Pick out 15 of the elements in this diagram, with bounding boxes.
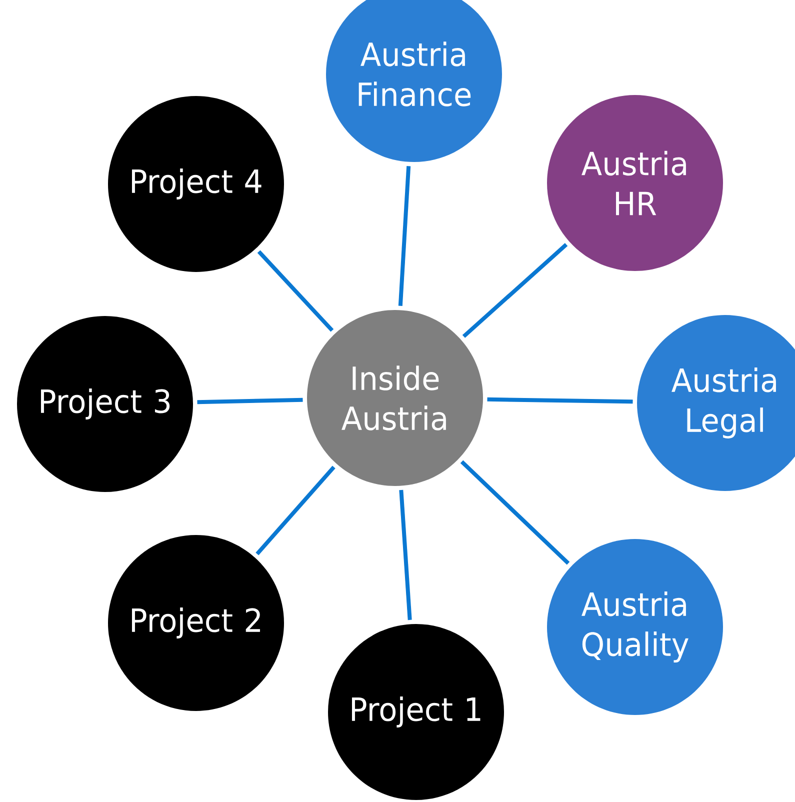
connector-line [257,250,334,332]
connector-line [487,397,633,404]
circle-node: Project 4 [108,96,284,272]
connector-line [462,243,568,338]
connector-line [398,166,411,306]
connector-line [197,398,303,404]
circle-node: Project 3 [17,316,193,492]
circle-node: Inside Austria [307,310,483,486]
circle-node: Austria HR [547,94,723,271]
connector-line [399,490,412,620]
circle-node: Austria Quality [547,539,723,715]
connector-line [460,460,570,565]
connector-line [256,466,336,556]
circle-node: Project 1 [328,624,504,800]
circle-node: Project 2 [108,535,284,711]
